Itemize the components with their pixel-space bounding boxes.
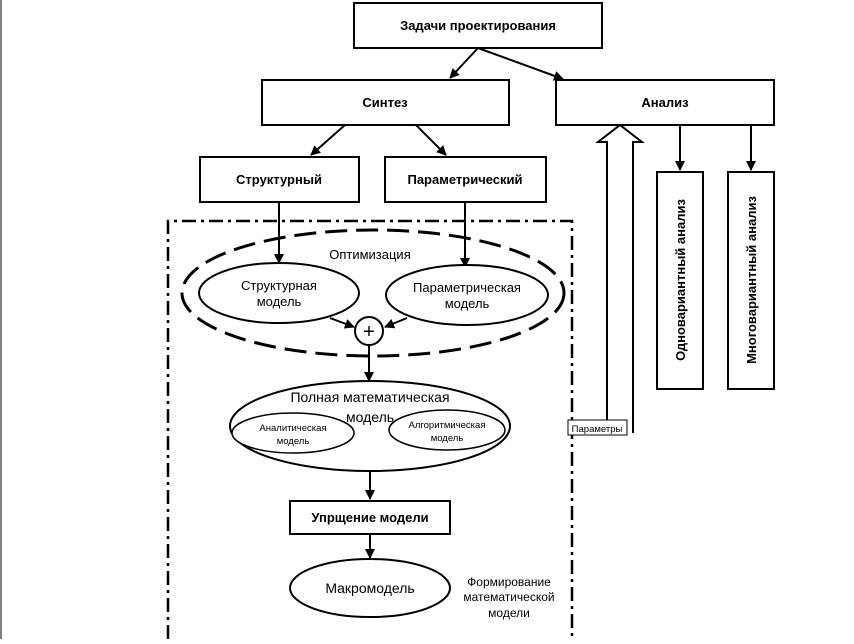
analytic-model-line2: модель: [277, 436, 310, 447]
macromodel-label: Макромодель: [325, 580, 414, 596]
arrow-root-analysis: [477, 47, 564, 81]
parametric-label: Параметрический: [407, 172, 522, 187]
full-model-line2: модель: [346, 409, 394, 425]
simplification-label: Упрщение модели: [311, 510, 428, 525]
forming-line2: математической: [463, 590, 554, 604]
forming-line3: модели: [488, 606, 530, 620]
algorithmic-model-line2: модель: [431, 433, 464, 444]
algorithmic-model-ellipse[interactable]: [388, 409, 506, 451]
structural-label: Структурный: [236, 172, 322, 187]
full-model-line1: Полная математическая: [290, 389, 449, 405]
analysis-label: Анализ: [641, 95, 689, 110]
parametric-model-line2: модель: [445, 296, 490, 311]
parameters-box[interactable]: [567, 419, 628, 436]
parametric-model-line1: Параметрическая: [413, 280, 521, 295]
single-variant-box[interactable]: [656, 171, 704, 390]
structural-model-line2: модель: [257, 294, 302, 309]
root-label: Задачи проектирования: [400, 18, 556, 33]
optimization-label: Оптимизация: [329, 247, 411, 262]
synthesis-box[interactable]: [261, 79, 510, 126]
structural-model-line1: Структурная: [241, 278, 317, 293]
parametric-model-ellipse[interactable]: [385, 264, 549, 326]
structural-model-ellipse[interactable]: [198, 262, 360, 324]
multi-variant-label: Многовариантный анализ: [744, 196, 759, 364]
synthesis-label: Синтез: [362, 95, 408, 110]
analytic-model-ellipse[interactable]: [231, 412, 355, 454]
analytic-model-line1: Аналитическая: [259, 423, 326, 434]
macromodel-ellipse[interactable]: [289, 558, 451, 618]
forming-line1: Формирование: [467, 575, 551, 589]
arrow-root-synthesis: [449, 47, 479, 79]
arrow-synthesis-structural: [310, 124, 346, 156]
multi-variant-box[interactable]: [727, 171, 775, 390]
analysis-box[interactable]: [555, 79, 775, 126]
structural-box[interactable]: [199, 156, 360, 203]
algorithmic-model-line1: Алгоритмическая: [409, 420, 486, 431]
optimization-ellipse: [180, 228, 566, 358]
parameters-label: Параметры: [572, 424, 623, 435]
arrow-structural-plus: [329, 317, 355, 329]
arrow-synthesis-parametric: [415, 124, 447, 156]
combine-symbol: +: [363, 321, 375, 343]
parameters-feedback-arrow: [595, 123, 645, 433]
arrow-parametric-plus: [384, 317, 408, 329]
single-variant-label: Одновариантный анализ: [673, 199, 688, 361]
root-box[interactable]: [353, 2, 603, 49]
